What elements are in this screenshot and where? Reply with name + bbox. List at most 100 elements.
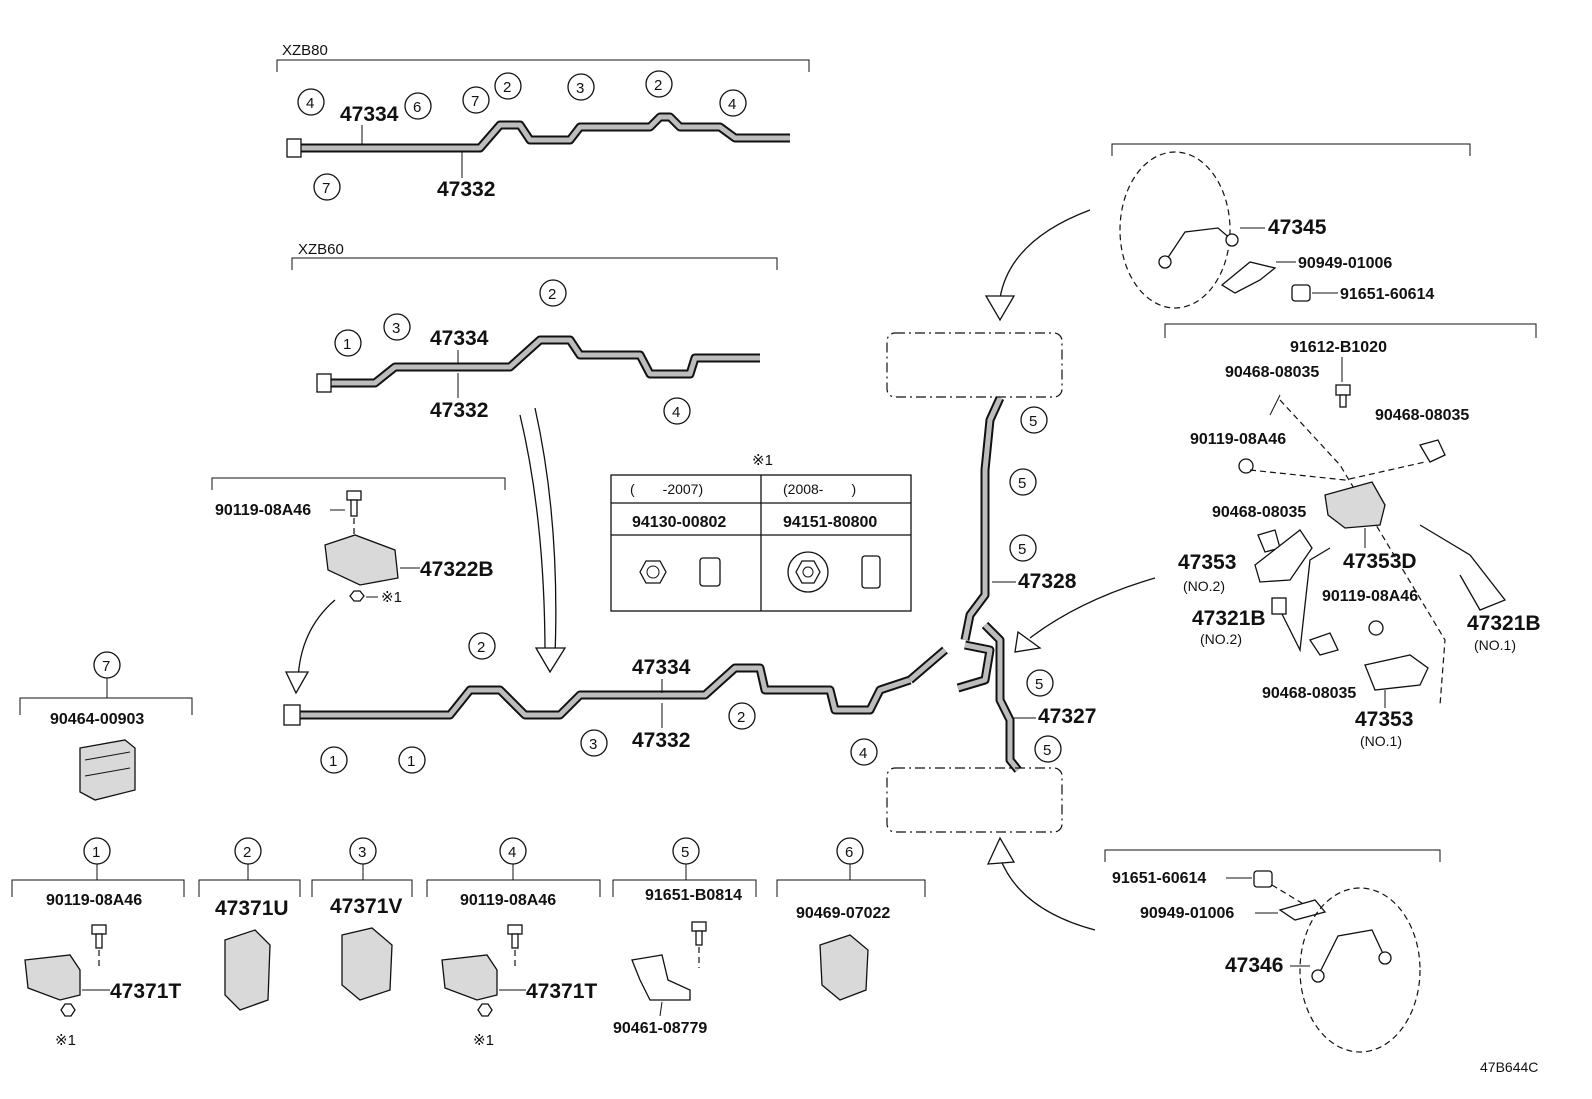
xzb80-variant: XZB80 47334 47332 bbox=[276, 42, 810, 201]
clamp-47371v-icon bbox=[341, 927, 393, 1001]
clamp-47371t-icon bbox=[441, 954, 498, 1001]
rear-hose-clip: 90949-01006 bbox=[1140, 905, 1234, 922]
callout-5: 5 bbox=[1029, 413, 1037, 430]
callout-5: 5 bbox=[1018, 475, 1026, 492]
group-1-bolt: 90119-08A46 bbox=[46, 892, 142, 909]
front-hose-outline bbox=[1119, 151, 1231, 309]
rear-hose-no2-sub: (NO.2) bbox=[1200, 631, 1242, 647]
group-3-clamp: 47371V bbox=[330, 895, 402, 918]
group-1-callout: 1 bbox=[92, 844, 100, 861]
flange-nut-side-icon bbox=[861, 555, 881, 589]
group-4: 4 90119-08A46 47371T ※1 bbox=[426, 837, 601, 1049]
xzb60-47334: 47334 bbox=[430, 327, 489, 350]
rear-clip-c: 90468-08035 bbox=[1212, 504, 1306, 521]
bolt-icon bbox=[1253, 870, 1273, 888]
callout-4: 4 bbox=[728, 96, 736, 113]
group-1-nut: ※1 bbox=[55, 1032, 76, 1049]
bracket-no1-icon bbox=[1364, 654, 1429, 691]
group-5-callout: 5 bbox=[681, 844, 689, 861]
rear-hose-no1-sub: (NO.1) bbox=[1474, 637, 1516, 653]
rear-hose-label: 47346 bbox=[1225, 954, 1283, 977]
rear-clip-a: 90468-08035 bbox=[1225, 364, 1319, 381]
front-hose-area bbox=[886, 332, 1063, 398]
callout-3: 3 bbox=[589, 736, 597, 753]
bracket-no2-icon bbox=[1254, 529, 1313, 583]
hose-clip-icon bbox=[1278, 899, 1327, 921]
nut-table-title: ※1 bbox=[752, 452, 773, 469]
xzb60-47332: 47332 bbox=[430, 399, 488, 422]
clamp-90469-icon bbox=[819, 934, 869, 1001]
clamp-group-bolt: 90119-08A46 bbox=[215, 502, 311, 519]
callout-7: 7 bbox=[322, 180, 330, 197]
group-4-bolt: 90119-08A46 bbox=[460, 892, 556, 909]
clamp-icon bbox=[324, 534, 399, 586]
label-47328: 47328 bbox=[1018, 570, 1077, 593]
rear-hose-group: 91651-60614 90949-01006 47346 bbox=[1104, 849, 1441, 1053]
rear-clip-b: 90468-08035 bbox=[1375, 407, 1469, 424]
xzb60-bracket bbox=[291, 257, 778, 270]
rear-clip-d: 90468-08035 bbox=[1262, 685, 1356, 702]
main-pipe bbox=[283, 640, 995, 726]
group-5: 5 91651-B0814 90461-08779 bbox=[612, 837, 757, 1037]
group-4-clamp: 47371T bbox=[526, 980, 597, 1003]
callouts: 4 7 6 7 2 3 2 4 1 3 2 4 1 1 2 3 2 4 5 5 … bbox=[297, 70, 1062, 774]
main-47334: 47334 bbox=[632, 656, 691, 679]
callout-4: 4 bbox=[672, 404, 680, 421]
group-7: 7 90464-00903 bbox=[19, 651, 193, 801]
rear-no2: (NO.2) bbox=[1183, 578, 1225, 594]
callout-2: 2 bbox=[737, 709, 745, 726]
group-3: 3 47371V bbox=[311, 837, 413, 1001]
callout-4: 4 bbox=[306, 95, 314, 112]
callout-4: 4 bbox=[859, 745, 867, 762]
xzb80-label: XZB80 bbox=[282, 42, 328, 59]
callout-1: 1 bbox=[329, 753, 337, 770]
callout-1: 1 bbox=[343, 336, 351, 353]
rear-hose-no1: 47321B bbox=[1467, 612, 1541, 635]
nut-range-1: ( -2007) bbox=[630, 481, 703, 497]
group-7-part: 90464-00903 bbox=[50, 711, 144, 728]
group-2-clamp: 47371U bbox=[215, 897, 289, 920]
clamp-47371t-icon bbox=[24, 954, 81, 1001]
callout-7: 7 bbox=[471, 93, 479, 110]
nut-part-1: 94130-00802 bbox=[632, 514, 726, 531]
callout-5: 5 bbox=[1043, 742, 1051, 759]
clamp-group-clamp: 47322B bbox=[420, 558, 494, 581]
nut-icon bbox=[349, 590, 365, 602]
callout-2: 2 bbox=[654, 77, 662, 94]
main-47332: 47332 bbox=[632, 729, 690, 752]
bolt-icon bbox=[1291, 284, 1311, 302]
callout-1: 1 bbox=[407, 753, 415, 770]
group-2: 2 47371U bbox=[198, 837, 301, 1011]
group-5-bracket: 90461-08779 bbox=[613, 1020, 707, 1037]
group-1: 1 90119-08A46 47371T ※1 bbox=[11, 837, 185, 1049]
callout-5: 5 bbox=[1018, 541, 1026, 558]
rear-bracket-no1: 47353 bbox=[1355, 708, 1413, 731]
clamp-group-47322b: 90119-08A46 47322B ※1 bbox=[211, 477, 506, 606]
xzb80-47332: 47332 bbox=[437, 178, 495, 201]
bracket-icon bbox=[631, 954, 691, 1001]
nut-part-2: 94151-80800 bbox=[783, 514, 877, 531]
rear-bolt-top: 91612-B1020 bbox=[1290, 339, 1387, 356]
callout-6: 6 bbox=[413, 99, 421, 116]
bracket-47353d-icon bbox=[1324, 481, 1386, 529]
xzb80-pipe bbox=[286, 112, 790, 158]
label-47327: 47327 bbox=[1038, 705, 1096, 728]
front-hose-label: 47345 bbox=[1268, 216, 1327, 239]
group-6: 6 90469-07022 bbox=[776, 837, 926, 1001]
pipe-47327 bbox=[981, 621, 1022, 773]
rear-bolt-b: 90119-08A46 bbox=[1322, 588, 1418, 605]
group-5-bolt: 91651-B0814 bbox=[645, 887, 742, 904]
rear-no1: (NO.1) bbox=[1360, 733, 1402, 749]
callout-2: 2 bbox=[477, 639, 485, 656]
rear-bracket-no2: 47353 bbox=[1178, 551, 1236, 574]
pipe-47328 bbox=[960, 396, 1005, 641]
front-hose-group: 47345 90949-01006 91651-60614 bbox=[1111, 143, 1471, 309]
rear-bolt-a: 90119-08A46 bbox=[1190, 431, 1286, 448]
group-7-callout: 7 bbox=[102, 658, 110, 675]
group-1-clamp: 47371T bbox=[110, 980, 181, 1003]
callout-3: 3 bbox=[392, 320, 400, 337]
rear-hose-area bbox=[886, 767, 1063, 833]
xzb80-bracket bbox=[276, 59, 810, 72]
nut-table: ※1 ( -2007) (2008- ) 94130-00802 94151-8… bbox=[610, 452, 912, 612]
group-4-callout: 4 bbox=[508, 844, 516, 861]
